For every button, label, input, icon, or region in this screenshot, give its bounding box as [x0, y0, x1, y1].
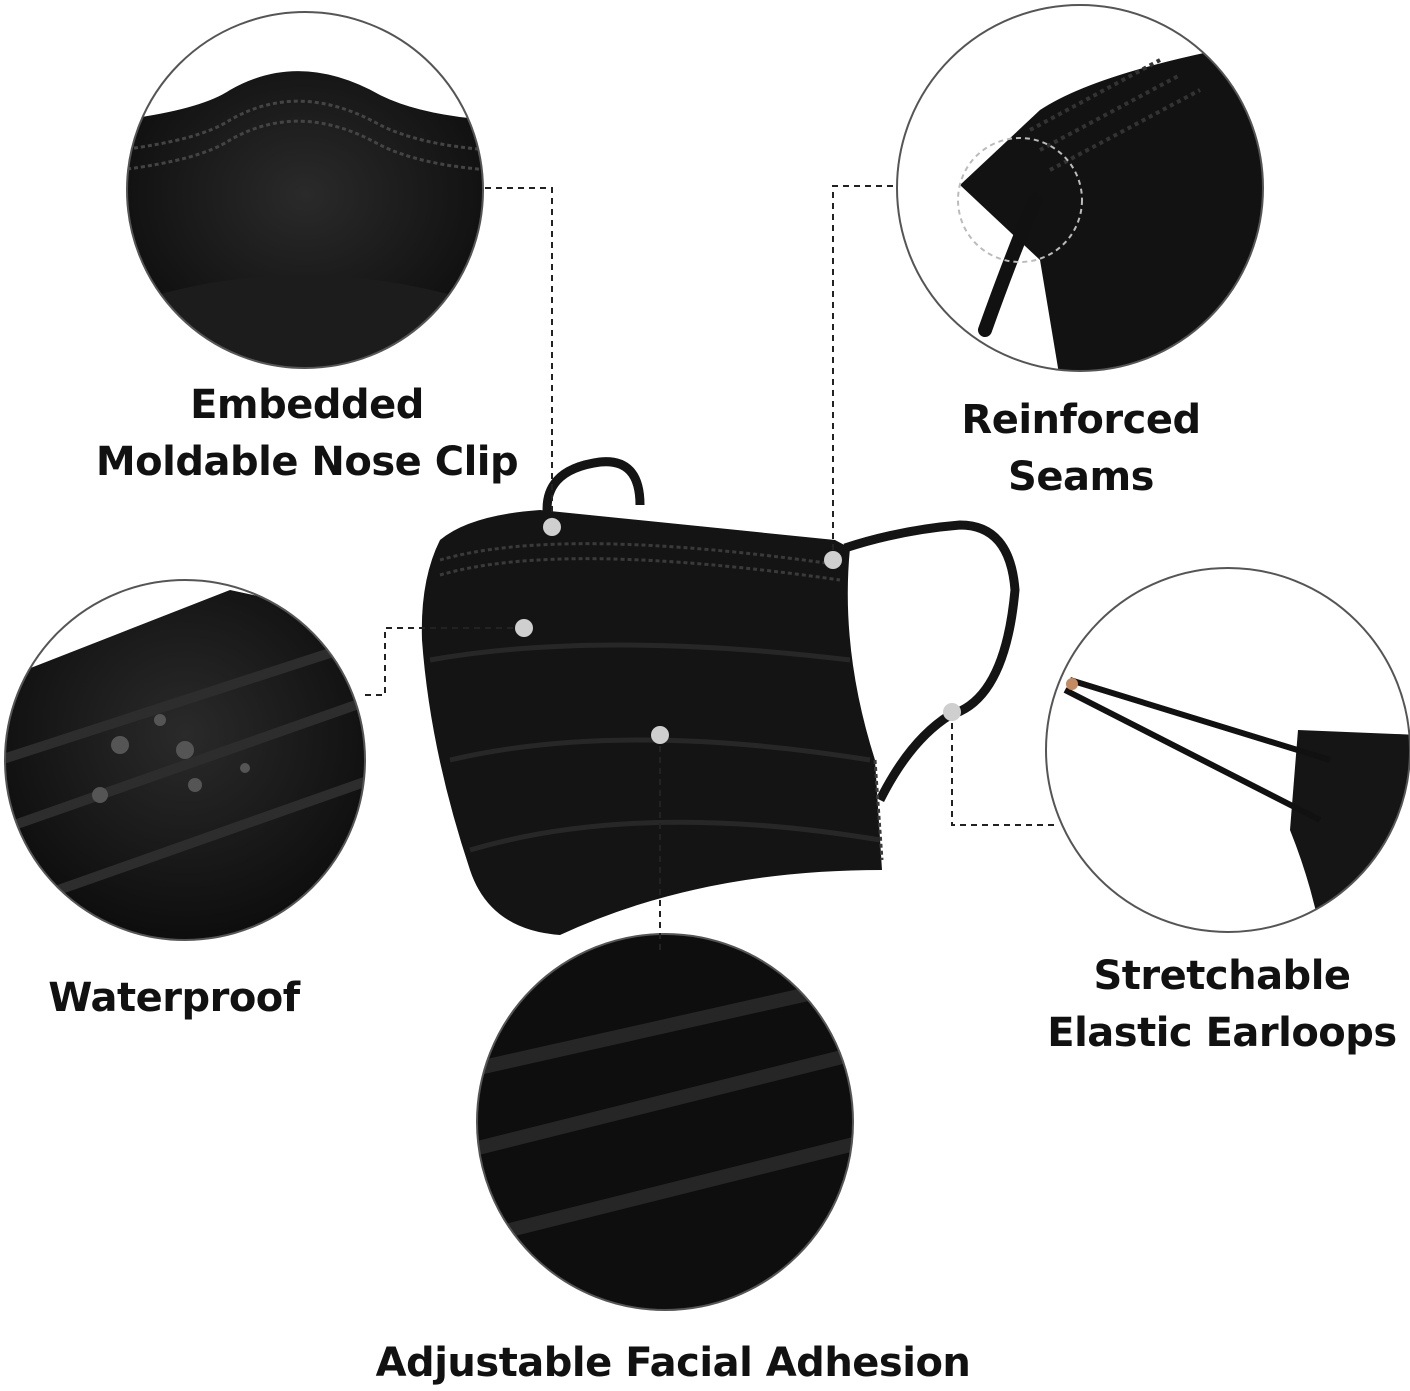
label-line: Waterproof	[48, 975, 300, 1021]
seams-closeup	[896, 4, 1264, 372]
mask-illustration	[421, 457, 1020, 935]
waterproof-closeup	[4, 579, 366, 941]
nose-clip-closeup	[126, 11, 484, 369]
label-waterproof: Waterproof	[48, 970, 300, 1027]
label-earloops: Stretchable Elastic Earloops	[1047, 948, 1397, 1062]
label-line: Seams	[1008, 454, 1154, 500]
connector-lines	[365, 185, 1055, 955]
label-line: Embedded	[190, 382, 424, 428]
earloops-closeup	[1045, 567, 1410, 933]
label-nose-clip: Embedded Moldable Nose Clip	[95, 377, 519, 491]
callout-dots	[515, 518, 961, 744]
label-seams: Reinforced Seams	[961, 392, 1201, 506]
label-line: Elastic Earloops	[1047, 1010, 1397, 1056]
adhesion-closeup	[476, 933, 854, 1311]
label-line: Adjustable Facial Adhesion	[375, 1340, 971, 1386]
label-adhesion: Adjustable Facial Adhesion	[376, 1335, 971, 1391]
label-line: Reinforced	[961, 397, 1201, 443]
label-line: Stretchable	[1093, 953, 1351, 999]
label-line: Moldable Nose Clip	[95, 439, 519, 485]
